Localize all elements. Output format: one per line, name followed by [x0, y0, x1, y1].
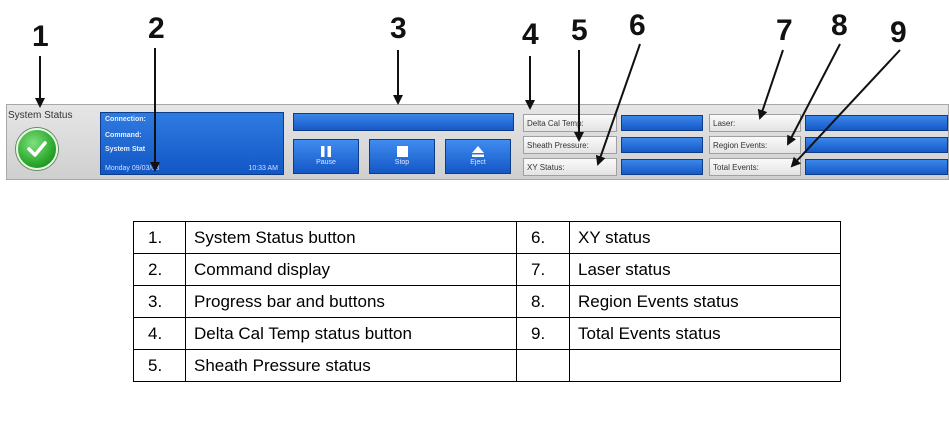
legend-number [516, 349, 570, 382]
stop-button[interactable]: Stop [369, 139, 435, 174]
legend-description: System Status button [185, 221, 517, 254]
legend-description: Progress bar and buttons [185, 285, 517, 318]
legend-description [569, 349, 841, 382]
legend-description: Laser status [569, 253, 841, 286]
laser-label: Laser: [709, 114, 801, 132]
callout-9: 9 [890, 16, 907, 49]
legend-number: 4. [133, 317, 186, 350]
total-events-value [805, 159, 948, 175]
laser-value [805, 115, 948, 131]
system-status-button[interactable] [16, 128, 58, 170]
progress-bar [293, 113, 514, 131]
pause-icon [321, 146, 331, 157]
table-row: 1. System Status button 6. XY status [133, 221, 841, 254]
check-icon [27, 141, 47, 157]
eject-button[interactable]: Eject [445, 139, 511, 174]
callout-7: 7 [776, 14, 793, 47]
legend-description: Delta Cal Temp status button [185, 317, 517, 350]
sheath-pressure-label: Sheath Pressure: [523, 136, 617, 154]
region-events-value [805, 137, 948, 153]
legend-description: XY status [569, 221, 841, 254]
table-row: 2. Command display 7. Laser status [133, 253, 841, 286]
stop-label: Stop [394, 159, 410, 166]
callout-6: 6 [629, 9, 646, 42]
system-status-label: System Status [8, 110, 73, 121]
callout-1: 1 [32, 20, 49, 53]
legend-description: Command display [185, 253, 517, 286]
command-label: Command: [105, 132, 142, 139]
table-row: 3. Progress bar and buttons 8. Region Ev… [133, 285, 841, 318]
date-readout: Monday 09/03/08 [105, 165, 160, 172]
eject-label: Eject [470, 159, 486, 166]
legend-description: Sheath Pressure status [185, 349, 517, 382]
callout-8: 8 [831, 9, 848, 42]
pause-button[interactable]: Pause [293, 139, 359, 174]
legend-table: 1. System Status button 6. XY status 2. … [133, 221, 841, 382]
callout-5: 5 [571, 14, 588, 47]
legend-number: 9. [516, 317, 570, 350]
total-events-label: Total Events: [709, 158, 801, 176]
pause-label: Pause [316, 159, 336, 166]
system-state-label: System Stat [105, 146, 146, 153]
table-row: 4. Delta Cal Temp status button 9. Total… [133, 317, 841, 350]
legend-number: 3. [133, 285, 186, 318]
callout-3: 3 [390, 12, 407, 45]
legend-number: 1. [133, 221, 186, 254]
callout-4: 4 [522, 18, 539, 51]
callout-2: 2 [148, 12, 165, 45]
table-row: 5. Sheath Pressure status [133, 349, 841, 382]
stop-icon [396, 146, 408, 157]
legend-description: Total Events status [569, 317, 841, 350]
time-readout: 10:33 AM [248, 165, 278, 172]
sheath-pressure-value [621, 137, 703, 153]
legend-number: 7. [516, 253, 570, 286]
command-display: Connection: Command: System Stat Monday … [100, 112, 284, 175]
xy-status-label: XY Status: [523, 158, 617, 176]
eject-icon [472, 146, 484, 157]
xy-status-value [621, 159, 703, 175]
legend-number: 6. [516, 221, 570, 254]
legend-description: Region Events status [569, 285, 841, 318]
delta-cal-temp-value [621, 115, 703, 131]
legend-number: 2. [133, 253, 186, 286]
legend-number: 8. [516, 285, 570, 318]
delta-cal-temp-button[interactable]: Delta Cal Temp: [523, 114, 617, 132]
region-events-label: Region Events: [709, 136, 801, 154]
legend-number: 5. [133, 349, 186, 382]
connection-label: Connection: [105, 116, 146, 123]
